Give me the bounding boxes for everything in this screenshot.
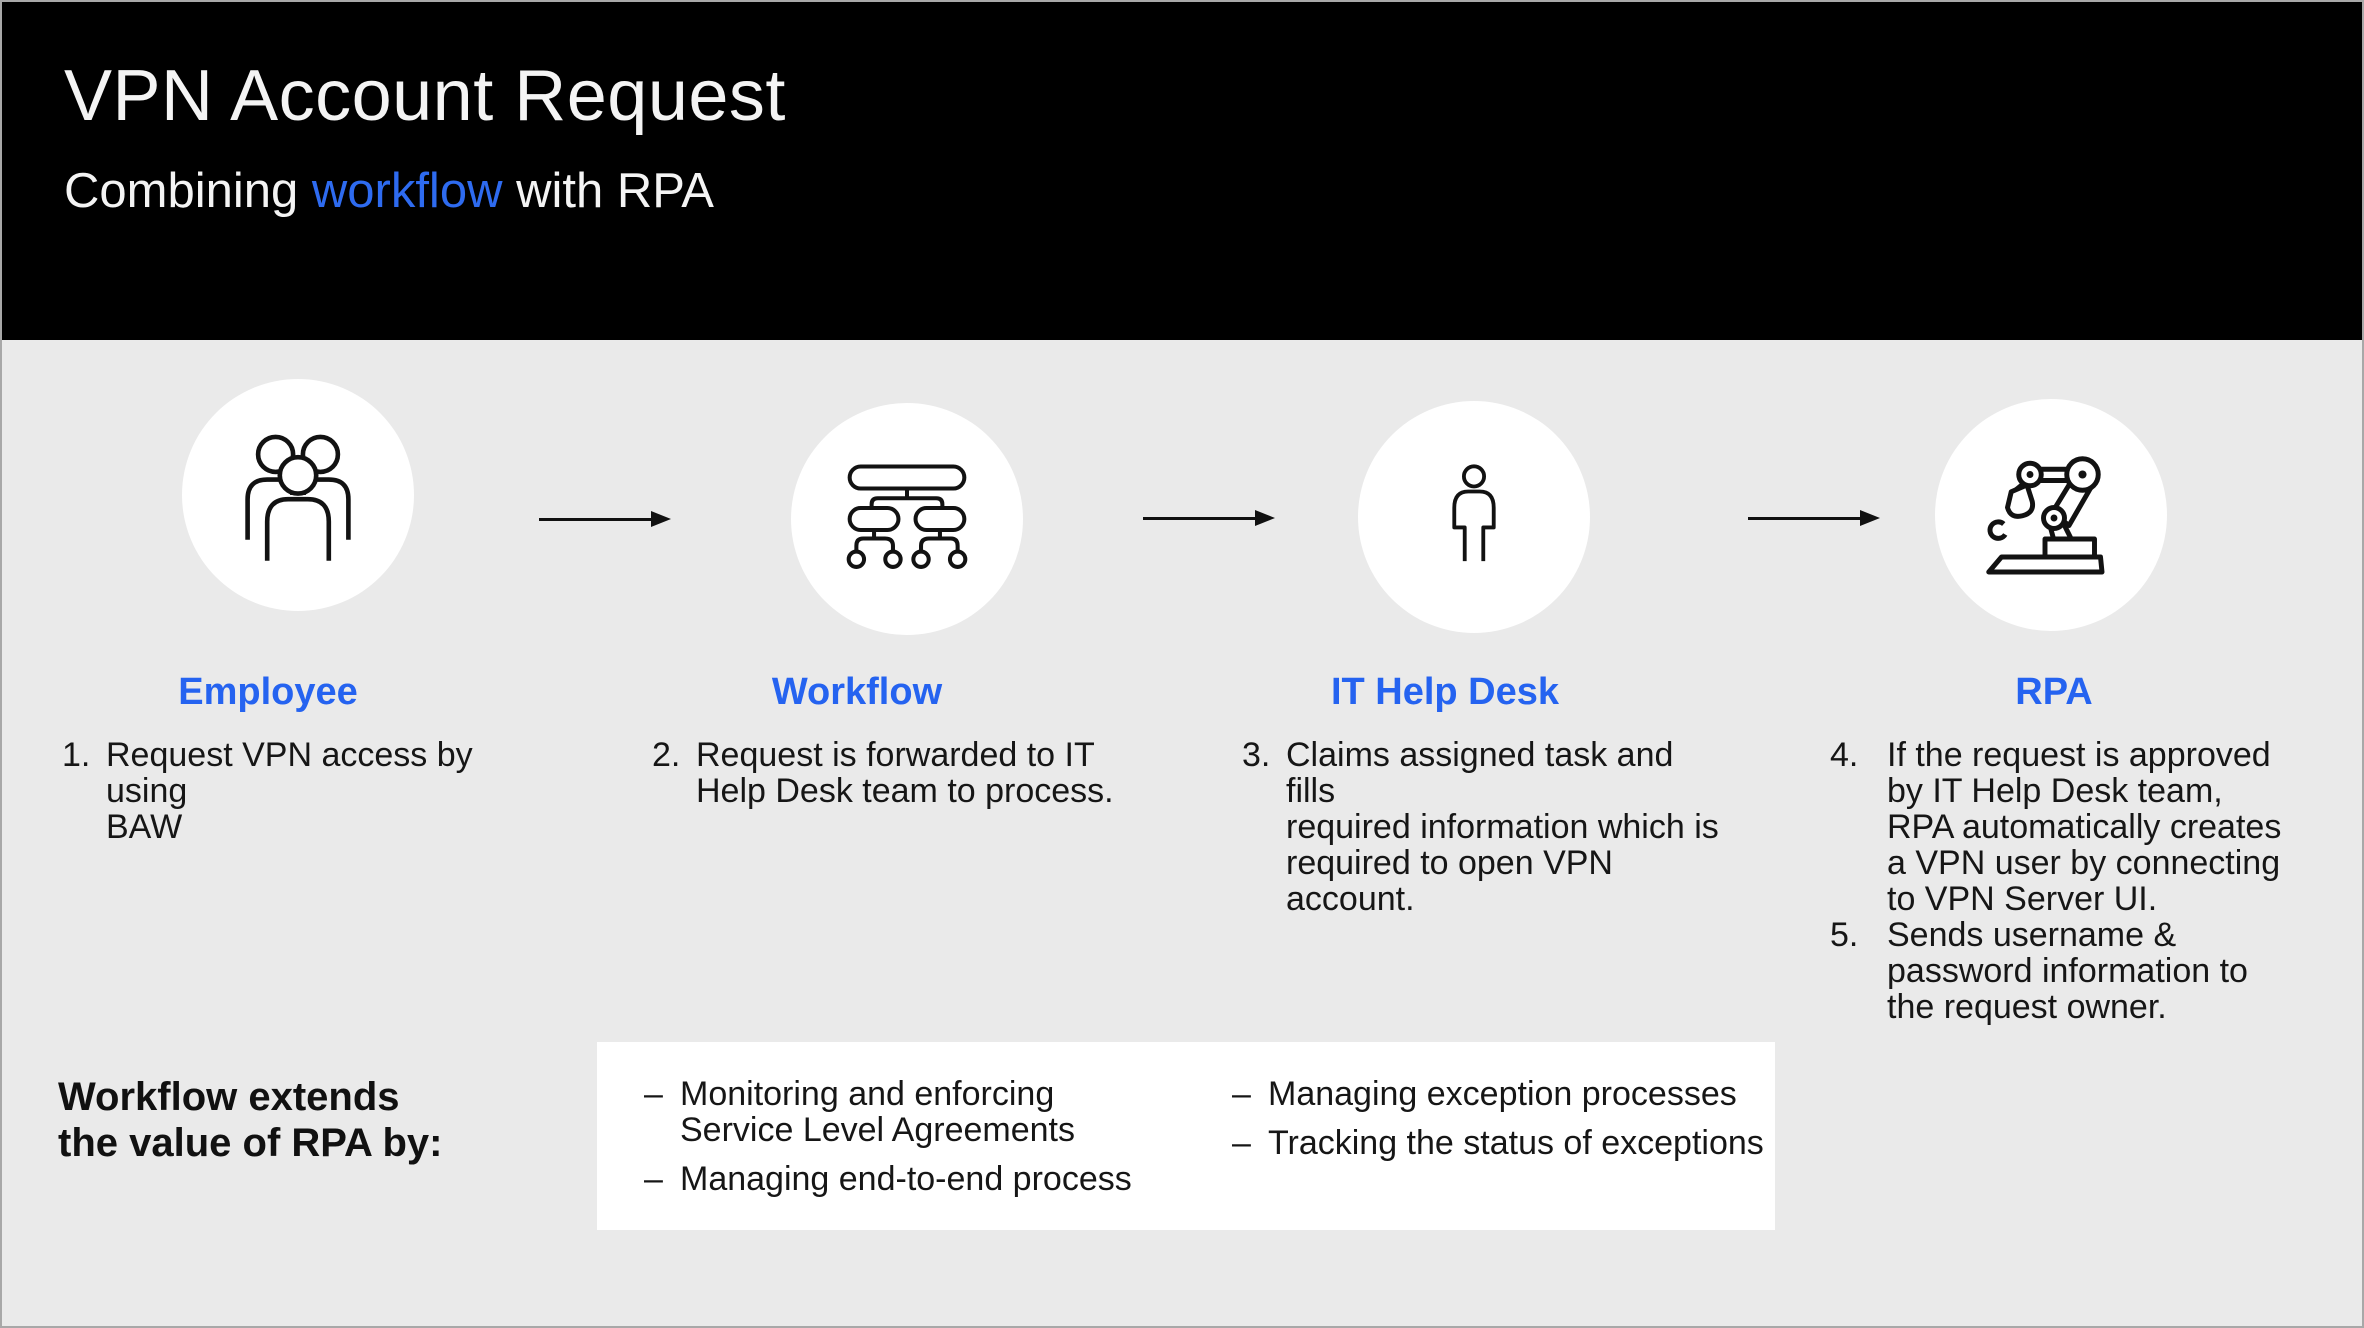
subtitle-highlight: workflow <box>311 164 503 218</box>
bullet-text: Managing end-to-end process <box>680 1160 1132 1198</box>
subtitle-prefix: Combining <box>64 164 312 218</box>
step-number: 2. <box>652 736 681 774</box>
robot-arm-icon <box>1986 456 2105 575</box>
footer-heading: Workflow extends the value of RPA by: <box>58 1075 443 1165</box>
workflow-icon-circle <box>791 403 1023 635</box>
step-item-1: 1. Request VPN access by using BAW <box>62 737 542 845</box>
person-icon <box>1452 464 1496 562</box>
bullet-dash: – <box>644 1160 663 1198</box>
flow-arrow-icon <box>1143 510 1275 526</box>
workflow-tree-icon <box>846 464 968 569</box>
step-label-rpa: RPA <box>2015 671 2093 713</box>
flow-arrow-icon <box>1748 510 1880 526</box>
step-number: 4. <box>1830 736 1859 774</box>
step-item-4: 4. If the request is approved by IT Help… <box>1830 737 2320 917</box>
steps-column-employee: 1. Request VPN access by using BAW <box>62 737 542 845</box>
bullet-text: Tracking the status of exceptions <box>1268 1124 1764 1162</box>
bullet-item: – Managing end-to-end process <box>644 1161 1184 1197</box>
step-label-employee: Employee <box>178 671 358 713</box>
page-title: VPN Account Request <box>64 56 786 136</box>
step-text: Sends username & password information to… <box>1887 916 2248 1026</box>
bullet-item: – Managing exception processes <box>1232 1076 1772 1112</box>
bullet-text: Monitoring and enforcing Service Level A… <box>680 1075 1075 1149</box>
bullet-dash: – <box>1232 1124 1251 1162</box>
step-text: If the request is approved by IT Help De… <box>1887 736 2282 918</box>
step-text: Claims assigned task and fills required … <box>1286 736 1719 918</box>
step-label-workflow: Workflow <box>771 671 943 713</box>
flow-arrow-icon <box>539 511 671 527</box>
steps-column-rpa: 4. If the request is approved by IT Help… <box>1830 737 2320 1025</box>
benefits-panel: – Monitoring and enforcing Service Level… <box>597 1042 1775 1230</box>
people-group-icon <box>245 434 351 561</box>
bullet-dash: – <box>644 1075 663 1113</box>
step-number: 1. <box>62 736 91 774</box>
step-item-5: 5. Sends username & password information… <box>1830 917 2320 1025</box>
bullet-item: – Monitoring and enforcing Service Level… <box>644 1076 1184 1148</box>
step-item-3: 3. Claims assigned task and fills requir… <box>1242 737 1722 917</box>
it-help-desk-icon-circle <box>1358 401 1590 633</box>
employee-icon-circle <box>182 379 414 611</box>
step-text: Request VPN access by using BAW <box>106 736 473 846</box>
page-subtitle: Combining workflow with RPA <box>64 160 714 222</box>
bullet-item: – Tracking the status of exceptions <box>1232 1125 1772 1161</box>
slide-header: VPN Account Request Combining workflow w… <box>2 2 2362 340</box>
benefits-column-right: – Managing exception processes – Trackin… <box>1232 1076 1772 1174</box>
bullet-text: Managing exception processes <box>1268 1075 1737 1113</box>
rpa-icon-circle <box>1935 399 2167 631</box>
steps-column-workflow: 2. Request is forwarded to IT Help Desk … <box>652 737 1132 809</box>
benefits-column-left: – Monitoring and enforcing Service Level… <box>644 1076 1184 1210</box>
bullet-dash: – <box>1232 1075 1251 1113</box>
subtitle-suffix: with RPA <box>502 164 714 218</box>
step-text: Request is forwarded to IT Help Desk tea… <box>696 736 1114 810</box>
step-item-2: 2. Request is forwarded to IT Help Desk … <box>652 737 1132 809</box>
step-label-it-help-desk: IT Help Desk <box>1330 671 1560 713</box>
step-number: 5. <box>1830 916 1859 954</box>
steps-column-it-help-desk: 3. Claims assigned task and fills requir… <box>1242 737 1722 917</box>
step-number: 3. <box>1242 736 1271 774</box>
